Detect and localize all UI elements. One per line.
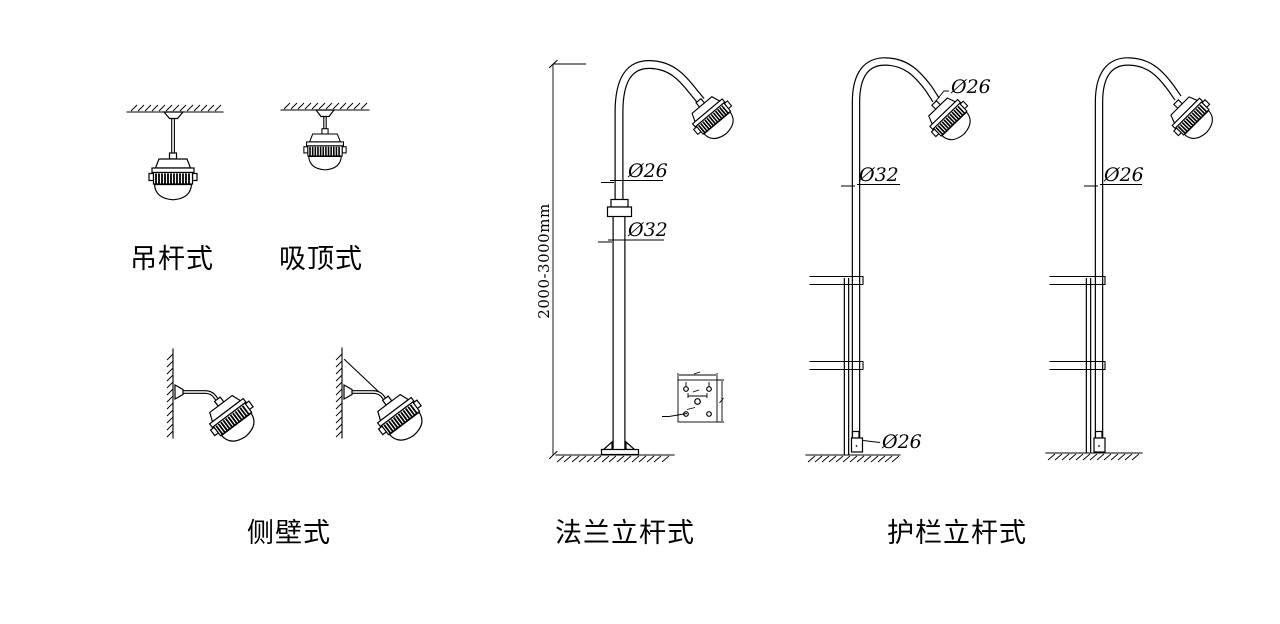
guardrail-pole-left-figure: Ø26 Ø32 Ø26 bbox=[805, 57, 991, 463]
pendant-label: 吊杆式 bbox=[130, 244, 214, 275]
wall-bracket-cone bbox=[174, 383, 184, 401]
wall-arm bbox=[352, 390, 389, 404]
pendant-mount-figure: 吊杆式 bbox=[126, 104, 224, 275]
upper-dia-callout: Ø26 bbox=[627, 160, 668, 182]
lower-dia-callout: Ø32 bbox=[627, 219, 668, 241]
pole-coupling bbox=[606, 206, 633, 218]
height-dimension-text: 2000-3000mm bbox=[535, 203, 553, 318]
guardrail-rail bbox=[1049, 360, 1106, 371]
flange-gusset bbox=[601, 440, 613, 451]
wall-brace bbox=[343, 358, 381, 394]
lamp-head-drawing bbox=[1159, 85, 1223, 149]
guardrail-rail bbox=[1049, 275, 1106, 286]
lamp-head-drawing bbox=[303, 127, 347, 171]
flange-detail-inset bbox=[662, 371, 724, 423]
lamp-head-drawing bbox=[148, 152, 198, 201]
base-clamp bbox=[1094, 430, 1103, 439]
lamp-head-drawing bbox=[197, 383, 266, 452]
pole-dia-callout: Ø26 bbox=[1103, 164, 1144, 186]
flange-pole-label: 法兰立杆式 bbox=[555, 518, 695, 549]
pole-coupling bbox=[610, 198, 629, 208]
base-clamp bbox=[851, 430, 860, 439]
wall-arm bbox=[183, 390, 221, 404]
base-clamp-dia-callout: Ø26 bbox=[881, 431, 922, 453]
guardrail-rail bbox=[809, 275, 864, 286]
flange-gusset bbox=[625, 440, 637, 451]
lamp-head-drawing bbox=[680, 85, 744, 149]
flange-plate bbox=[600, 448, 640, 456]
guardrail-pole-right-figure: Ø26 护栏立杆式 bbox=[887, 57, 1223, 549]
ceiling-label: 吸顶式 bbox=[279, 244, 363, 275]
ceiling-mount-figure: 吸顶式 bbox=[279, 102, 370, 275]
wall-label: 侧壁式 bbox=[247, 518, 331, 549]
ceiling-stem bbox=[323, 115, 327, 131]
base-clamp bbox=[850, 437, 864, 453]
guardrail-lamp-pole bbox=[1094, 57, 1182, 452]
flange-pole-figure: 2000-3000mm Ø26 Ø32 法兰立杆式 bbox=[535, 59, 744, 549]
wall-mount-figure: 侧壁式 bbox=[166, 347, 434, 549]
guardrail-lamp-pole bbox=[851, 57, 940, 452]
ceiling-canopy bbox=[314, 109, 336, 118]
wall-bracket-cone bbox=[343, 383, 353, 401]
pole-dia-callout: Ø32 bbox=[858, 164, 899, 186]
guardrail-pole-label: 护栏立杆式 bbox=[887, 518, 1027, 549]
guardrail-rail bbox=[809, 360, 864, 371]
pendant-rod bbox=[171, 117, 175, 155]
lamp-neck-dia-callout: Ø26 bbox=[950, 76, 991, 98]
base-clamp bbox=[1093, 437, 1106, 453]
ceiling-canopy bbox=[162, 111, 185, 120]
